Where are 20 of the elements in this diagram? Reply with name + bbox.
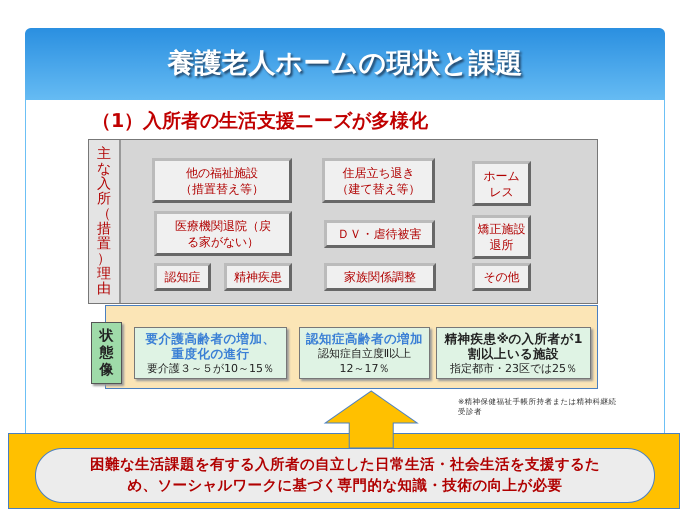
reason-button: 矯正施設退所	[472, 215, 531, 259]
reason-button: 住居立ち退き（建て替え等）	[322, 158, 435, 203]
panel-heading: 主な入所（措置）理由	[96, 146, 112, 296]
block-arrow	[324, 390, 419, 448]
reason-button: 医療機関退院（戻る家がない）	[154, 211, 292, 256]
slide-title: 養護老人ホームの現状と課題	[166, 47, 524, 81]
panel-heading: 状態像	[99, 328, 114, 378]
reasons-panel	[88, 139, 598, 304]
conclusion-pill: 困難な生活課題を有する入所者の自立した日常生活・社会生活を支援するため、ソーシャルワークに基づく専門的な知識・技術の向上が必要	[35, 448, 655, 503]
section-heading: （1）入所者の生活支援ニーズが多様化	[92, 109, 428, 134]
reason-button: ホームレス	[472, 161, 531, 206]
status-card: 要介護高齢者の増加、重度化の進行 要介護３～５が10～15％	[134, 327, 287, 379]
reason-button: ＤＶ・虐待被害	[324, 220, 435, 248]
reason-button: その他	[472, 263, 531, 291]
reason-button: 家族関係調整	[324, 263, 436, 291]
status-card: 精神疾患※の入所者が1割以上いる施設 指定都市・23区では25％	[436, 327, 591, 379]
reason-button: 精神疾患	[224, 263, 292, 291]
status-card: 認知症高齢者の増加 認知症自立度Ⅱ以上12～17％	[299, 327, 430, 379]
reason-button: 認知症	[154, 263, 211, 291]
reason-button: 他の福祉施設（措置替え等）	[152, 158, 292, 203]
